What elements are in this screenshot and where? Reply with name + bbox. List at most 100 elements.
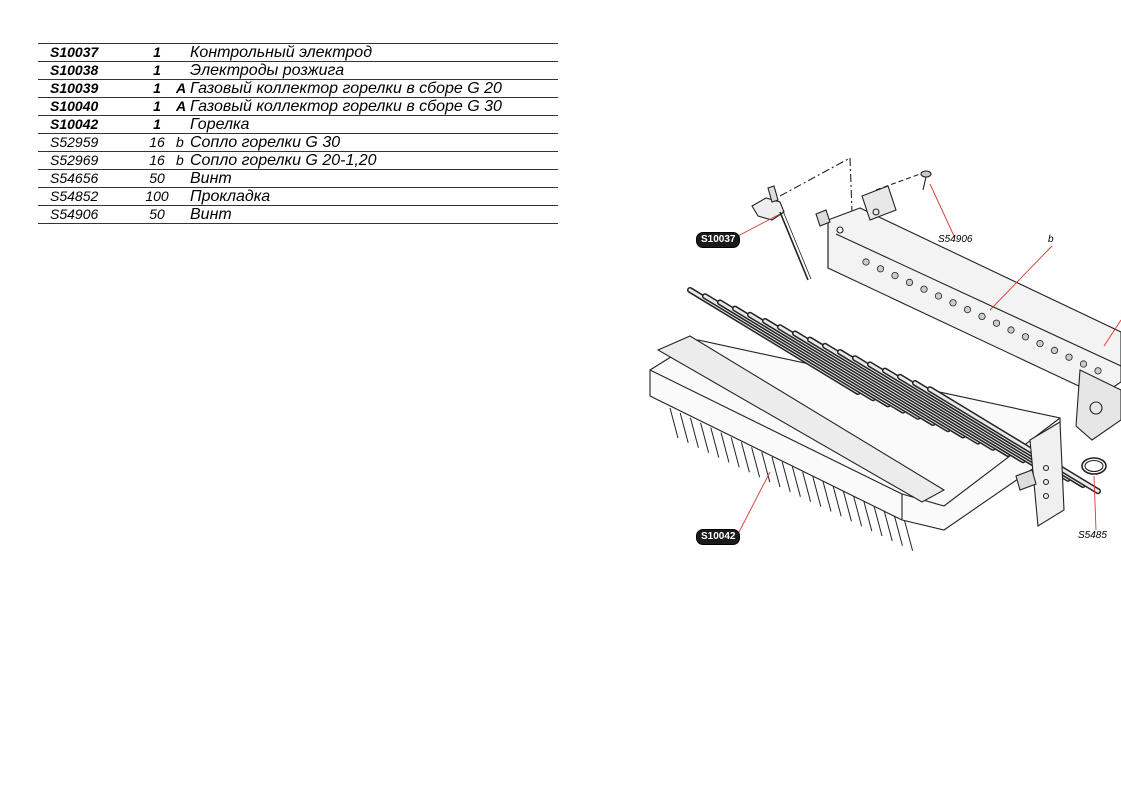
- burner-assembly-drawing: S10037 S10042 S54906 b S5485: [640, 150, 1121, 570]
- side-bracket: [1029, 421, 1065, 527]
- nozzle: [1007, 326, 1015, 334]
- burner-fin: [700, 422, 710, 453]
- nozzle-row: [862, 258, 1102, 375]
- nozzle: [934, 292, 943, 300]
- burner-fin: [893, 515, 903, 546]
- part-ref: [176, 62, 190, 80]
- part-description: Винт: [190, 206, 232, 223]
- burner-fin: [842, 491, 852, 522]
- part-description: Контрольный электрод: [190, 44, 373, 61]
- part-qty: 50: [149, 170, 165, 186]
- part-ref: A: [176, 80, 187, 96]
- nozzle: [920, 285, 928, 293]
- nozzle: [1094, 367, 1102, 375]
- parts-row: S52959 16 b Сопло горелки G 30: [38, 133, 558, 152]
- nozzle: [891, 272, 899, 280]
- burner-fin: [781, 461, 791, 493]
- leader-line-electrode: [737, 213, 781, 237]
- part-qty: 16: [149, 152, 165, 168]
- part-description: Прокладка: [190, 188, 271, 205]
- burner-fin: [669, 407, 679, 439]
- parts-row: S10037 1 Контрольный электрод: [38, 43, 558, 62]
- burner-fins: [669, 407, 914, 551]
- burner-bar-highlight: [928, 387, 1100, 493]
- burner-fin: [791, 466, 801, 497]
- burner-exploded-view: [649, 157, 1121, 551]
- callout-nozzle: b: [1048, 234, 1054, 245]
- parts-row: S54656 50 Винт: [38, 169, 558, 188]
- gas-manifold: [815, 185, 1121, 397]
- burner-fin: [873, 505, 883, 537]
- leader-line-nozzle: [989, 245, 1053, 311]
- part-code: S54906: [50, 206, 99, 222]
- burner-fin: [730, 437, 740, 468]
- part-description: Сопло горелки G 30: [190, 134, 341, 151]
- burner-fin: [740, 442, 750, 473]
- nozzle: [1036, 340, 1044, 348]
- nozzle: [1065, 353, 1073, 361]
- part-description: Газовый коллектор горелки в сборе G 20: [190, 80, 502, 97]
- part-code: S10039: [50, 80, 99, 96]
- manifold-port: [1089, 401, 1103, 415]
- burner-fin: [679, 412, 689, 444]
- part-description: Горелка: [190, 116, 250, 133]
- parts-row: S10038 1 Электроды розжига: [38, 61, 558, 80]
- part-code: S10042: [50, 116, 99, 132]
- manifold-end-block: [1075, 369, 1121, 441]
- nozzle: [992, 319, 1001, 327]
- leader-line-gasket: [1093, 475, 1097, 531]
- part-description: Газовый коллектор горелки в сборе G 30: [190, 98, 502, 115]
- burner-fin: [904, 520, 914, 551]
- assembly-guide-line: [779, 157, 851, 197]
- part-description: Электроды розжига: [190, 62, 345, 79]
- gasket-ring: [1081, 457, 1107, 475]
- part-code: S54852: [50, 188, 99, 204]
- part-description: Сопло горелки G 20-1,20: [190, 152, 377, 169]
- nozzle: [963, 306, 972, 314]
- burner-fin: [802, 471, 812, 502]
- nozzle: [1079, 360, 1088, 368]
- part-ref: A: [176, 98, 187, 114]
- burner-fin: [689, 417, 699, 448]
- nozzle: [1050, 346, 1059, 354]
- part-qty: 100: [145, 188, 169, 204]
- nozzle: [949, 299, 957, 307]
- part-code: S10040: [50, 98, 99, 114]
- burner-fin: [771, 456, 781, 488]
- nozzle: [978, 312, 986, 320]
- part-qty: 16: [149, 134, 165, 150]
- nozzle: [1021, 333, 1030, 341]
- part-ref: [176, 44, 190, 62]
- part-code: S54656: [50, 170, 99, 186]
- burner-fin: [720, 432, 730, 463]
- leader-line-screw: [929, 183, 955, 237]
- part-ref: b: [176, 152, 184, 168]
- parts-row: S54906 50 Винт: [38, 205, 558, 224]
- burner-fin: [832, 486, 842, 517]
- burner-fin: [751, 447, 761, 478]
- part-code: S10038: [50, 62, 99, 78]
- part-qty: 1: [153, 62, 161, 78]
- part-ref: [176, 188, 190, 206]
- burner-bars: [687, 287, 1101, 495]
- part-qty: 1: [153, 44, 161, 60]
- part-qty: 1: [153, 98, 161, 114]
- part-qty: 50: [149, 206, 165, 222]
- part-ref: b: [176, 134, 184, 150]
- leader-line-offpage: [1103, 319, 1121, 347]
- burner-body: [649, 335, 1061, 531]
- parts-row: S54852 100 Прокладка: [38, 187, 558, 206]
- burner-fin: [883, 510, 893, 542]
- part-qty: 1: [153, 80, 161, 96]
- part-description: Винт: [190, 170, 232, 187]
- part-code: S10037: [50, 44, 99, 60]
- callout-burner: S10042: [696, 529, 741, 545]
- part-code: S52959: [50, 134, 99, 150]
- burner-fin: [863, 500, 873, 532]
